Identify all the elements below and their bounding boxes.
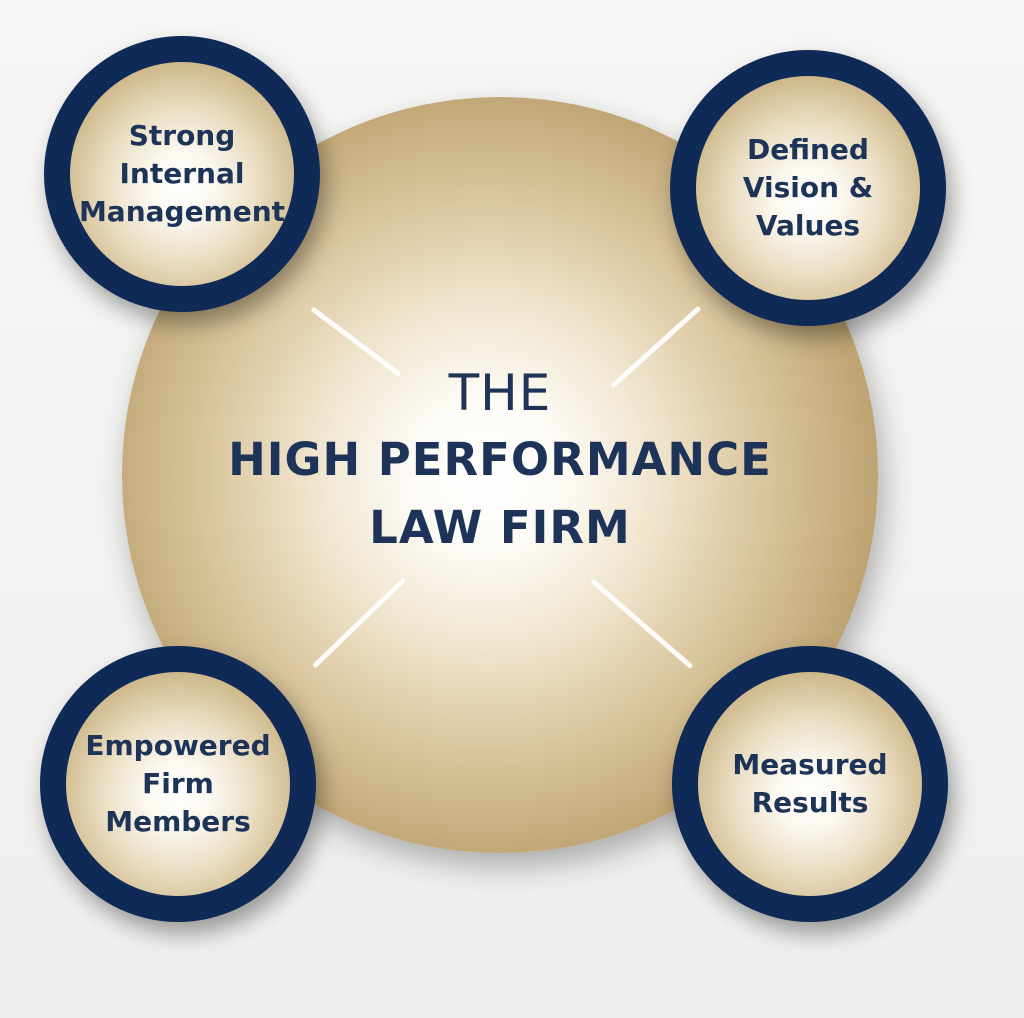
- node-defined-vision-values: Defined Vision & Values: [670, 50, 946, 326]
- node-label-bottom-right: Measured Results: [732, 748, 888, 819]
- node-label-top-right: Defined Vision & Values: [742, 133, 874, 242]
- title-line-the: THE: [448, 364, 552, 422]
- node-label-bottom-left: Empowered Firm Members: [85, 729, 271, 838]
- node-inner-top-right: Defined Vision & Values: [696, 76, 920, 300]
- node-inner-top-left: Strong Internal Management: [70, 62, 294, 286]
- node-empowered-firm-members: Empowered Firm Members: [40, 646, 316, 922]
- central-title: THE HIGH PERFORMANCE LAW FIRM: [150, 360, 850, 562]
- node-measured-results: Measured Results: [672, 646, 948, 922]
- node-inner-bottom-right: Measured Results: [698, 672, 922, 896]
- title-line-high-performance: HIGH PERFORMANCE: [228, 433, 772, 486]
- node-strong-internal-management: Strong Internal Management: [44, 36, 320, 312]
- node-inner-bottom-left: Empowered Firm Members: [66, 672, 290, 896]
- node-label-top-left: Strong Internal Management: [78, 119, 286, 228]
- title-line-law-firm: LAW FIRM: [369, 501, 631, 554]
